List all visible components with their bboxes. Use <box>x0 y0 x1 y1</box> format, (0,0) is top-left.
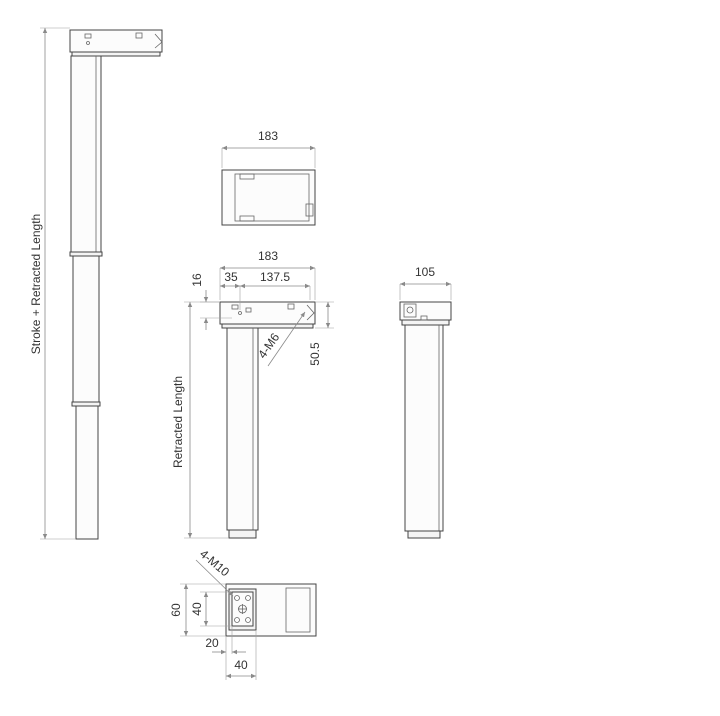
side-width-label: 105 <box>415 265 435 279</box>
dim-35-label: 35 <box>224 270 238 284</box>
front-width-label: 183 <box>258 249 278 263</box>
dim-50-5-label: 50.5 <box>308 342 322 366</box>
stroke-retracted-label: Stroke + Retracted Length <box>29 214 43 354</box>
side-view: 105 <box>399 265 452 539</box>
extended-leg-view <box>69 29 163 540</box>
dim-137-5-label: 137.5 <box>260 270 290 284</box>
dim-40-horizontal-label: 40 <box>234 658 248 672</box>
top-view: 183 <box>221 129 316 226</box>
dim-60-label: 60 <box>169 603 183 617</box>
dim-20-label: 20 <box>205 636 219 650</box>
thread-m10-label: 4-M10 <box>197 547 232 580</box>
front-view <box>219 301 316 539</box>
thread-m6-label: 4-M6 <box>255 330 282 361</box>
dim-40-vertical-label: 40 <box>190 602 204 616</box>
dim-16-label: 16 <box>190 273 204 287</box>
stroke-retracted-dimension: Stroke + Retracted Length <box>29 27 76 540</box>
retracted-length-label: Retracted Length <box>171 376 185 468</box>
bottom-view <box>225 583 317 637</box>
top-width-label: 183 <box>258 129 278 143</box>
